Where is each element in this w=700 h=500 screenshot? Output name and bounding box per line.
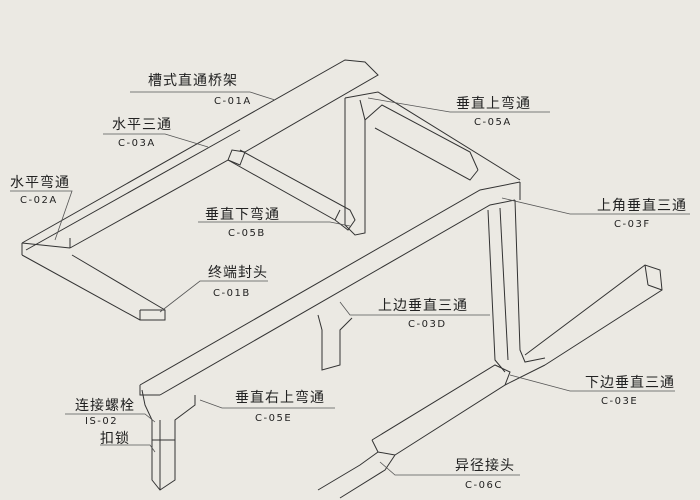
label-horizontal-tee: 水平三通 <box>112 117 172 133</box>
code-end-cap: C-01B <box>213 288 251 299</box>
tray-lower-with-reducer <box>317 364 546 499</box>
label-vertical-down-bend: 垂直下弯通 <box>205 207 280 223</box>
code-upper-corner-tee: C-03F <box>614 219 651 230</box>
code-reducer: C-06C <box>465 480 503 491</box>
code-vertical-up-bend: C-05A <box>474 117 512 128</box>
vertical-right-up-bend <box>141 389 196 491</box>
vertical-up-bend <box>344 91 521 236</box>
tray-upper-left <box>21 59 379 255</box>
tray-front-left <box>21 242 166 321</box>
code-right-up-bend: C-05E <box>255 413 293 424</box>
label-horizontal-elbow: 水平弯通 <box>10 175 70 191</box>
label-vertical-up-bend: 垂直上弯通 <box>456 96 531 112</box>
code-horizontal-tee: C-03A <box>118 138 156 149</box>
label-bolt: 连接螺栓 <box>75 398 135 414</box>
label-reducer: 异径接头 <box>455 458 515 474</box>
code-vertical-down-bend: C-05B <box>228 228 266 239</box>
tray-inner-loop <box>227 149 356 231</box>
tray-lower-right <box>524 264 663 366</box>
code-lower-side-tee: C-03E <box>601 396 639 407</box>
code-straight-tray: C-01A <box>214 96 252 107</box>
label-lock: 扣锁 <box>100 431 130 447</box>
code-bolt: IS-02 <box>85 416 119 427</box>
upper-side-vertical-tee <box>317 314 353 371</box>
leader-lines <box>10 91 690 476</box>
label-lower-side-tee: 下边垂直三通 <box>585 375 675 391</box>
code-upper-side-tee: C-03D <box>408 319 447 330</box>
label-straight-tray: 槽式直通桥架 <box>148 73 238 89</box>
tray-main-long <box>139 181 521 396</box>
label-upper-side-tee: 上边垂直三通 <box>378 298 468 314</box>
label-upper-corner-tee: 上角垂直三通 <box>597 198 687 214</box>
label-end-cap: 终端封头 <box>208 265 268 281</box>
label-right-up-bend: 垂直右上弯通 <box>235 390 325 406</box>
code-horizontal-elbow: C-02A <box>20 195 58 206</box>
